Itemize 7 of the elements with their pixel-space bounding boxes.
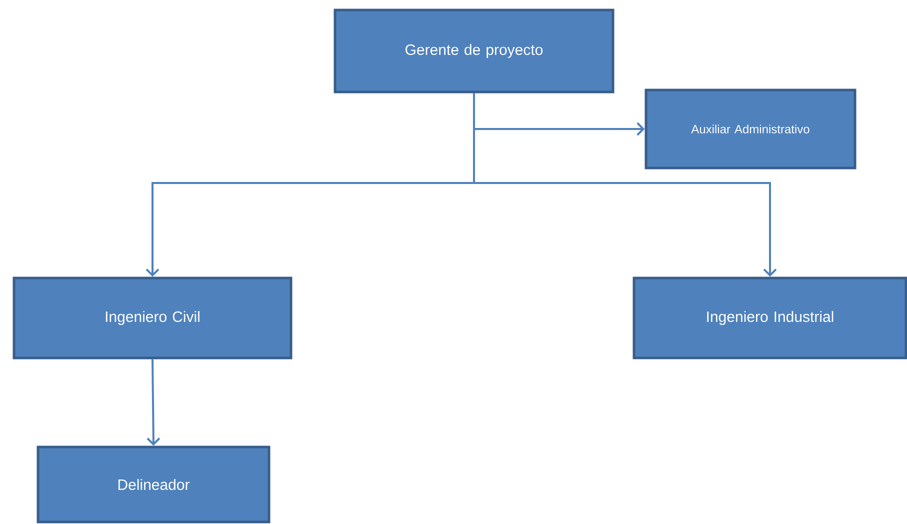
org-box: Ingeniero Industrial (632, 276, 907, 360)
org-box: Gerente de proyecto (334, 8, 614, 94)
org-box: Ingeniero Civil (12, 276, 292, 360)
org-box: Delineador (36, 446, 270, 524)
org-box: Auxiliar Administrativo (644, 88, 856, 170)
arrow (473, 93, 777, 277)
arrow (146, 359, 160, 446)
